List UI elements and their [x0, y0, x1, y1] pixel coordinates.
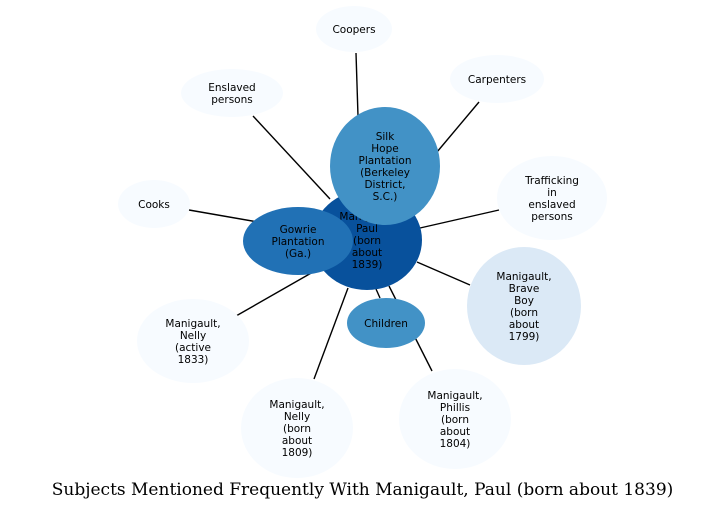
node-label-line: Paul — [356, 223, 378, 235]
node-label-line: (Ga.) — [285, 248, 311, 260]
node-label-line: Nelly — [180, 330, 206, 342]
node-label-line: (active — [175, 342, 211, 354]
node-label-line: Silk — [376, 131, 395, 143]
node-label-line: 1804) — [440, 438, 471, 450]
node-label-line: Coopers — [332, 24, 375, 36]
node-label-line: District, — [364, 179, 405, 191]
node-label-line: Cooks — [138, 199, 170, 211]
node-label-line: Plantation — [358, 155, 411, 167]
node-label-line: 1809) — [282, 447, 313, 459]
node-label-line: about — [509, 319, 539, 331]
node-coopers[interactable]: Coopers — [316, 6, 392, 52]
node-cooks[interactable]: Cooks — [118, 180, 190, 228]
node-children-shape — [347, 298, 425, 348]
node-cooks-label: Cooks — [138, 199, 170, 211]
node-gowrie-shape — [243, 207, 353, 275]
node-label-line: Trafficking — [524, 175, 579, 187]
node-label-line: Phillis — [440, 402, 470, 414]
edge-trafficking — [419, 209, 500, 229]
node-brave-boy-shape — [467, 247, 581, 365]
node-label-line: 1799) — [509, 331, 540, 343]
node-label-line: Carpenters — [468, 74, 526, 86]
node-nelly-active-shape — [137, 299, 249, 383]
node-label-line: (Berkeley — [360, 167, 410, 179]
node-label-line: (born — [283, 423, 311, 435]
node-label-line: Nelly — [284, 411, 310, 423]
node-label-line: about — [440, 426, 470, 438]
edge-nelly-active — [235, 267, 321, 317]
node-label-line: enslaved — [528, 199, 575, 211]
node-label-line: persons — [531, 211, 572, 223]
node-label-line: 1839) — [352, 259, 383, 271]
node-silk-hope-shape — [330, 107, 440, 225]
node-label-line: Manigault, — [269, 399, 324, 411]
node-label-line: Gowrie — [280, 224, 317, 236]
node-label-line: Children — [364, 318, 408, 330]
node-coopers-label: Coopers — [332, 24, 375, 36]
edge-coopers — [355, 52, 359, 117]
edge-cooks — [188, 209, 259, 223]
node-trafficking-shape — [497, 156, 607, 240]
edge-brave-boy — [416, 261, 471, 286]
node-carpenters-shape — [450, 55, 544, 103]
node-label-line: in — [547, 187, 557, 199]
node-label-line: Manigault, — [165, 318, 220, 330]
node-label-line: (born — [510, 307, 538, 319]
node-carpenters-label: Carpenters — [468, 74, 526, 86]
diagram-caption: Subjects Mentioned Frequently With Manig… — [51, 480, 674, 500]
node-label-line: (born — [353, 235, 381, 247]
node-label-line: (born — [441, 414, 469, 426]
node-label-line: Plantation — [271, 236, 324, 248]
node-label-line: persons — [211, 94, 252, 106]
edge-carpenters — [436, 101, 480, 153]
node-label-line: Manigault, — [496, 271, 551, 283]
node-label-line: Enslaved — [208, 82, 255, 94]
node-children-label: Children — [364, 318, 408, 330]
node-children[interactable]: Children — [347, 298, 425, 348]
node-carpenters[interactable]: Carpenters — [450, 55, 544, 103]
node-phillis-shape — [399, 369, 511, 469]
node-enslaved-persons-shape — [181, 69, 283, 117]
node-label-line: S.C.) — [373, 191, 398, 203]
node-label-line: 1833) — [178, 354, 209, 366]
node-label-line: Hope — [371, 143, 398, 155]
node-nelly-born-shape — [241, 378, 353, 478]
node-label-line: Brave — [509, 283, 540, 295]
edge-nelly-born — [313, 287, 349, 380]
node-label-line: Boy — [514, 295, 534, 307]
edge-enslaved-persons — [252, 115, 331, 200]
edge-children — [375, 288, 381, 299]
node-cooks-shape — [118, 180, 190, 228]
node-label-line: about — [282, 435, 312, 447]
node-coopers-shape — [316, 6, 392, 52]
node-label-line: about — [352, 247, 382, 259]
node-label-line: Manigault, — [427, 390, 482, 402]
